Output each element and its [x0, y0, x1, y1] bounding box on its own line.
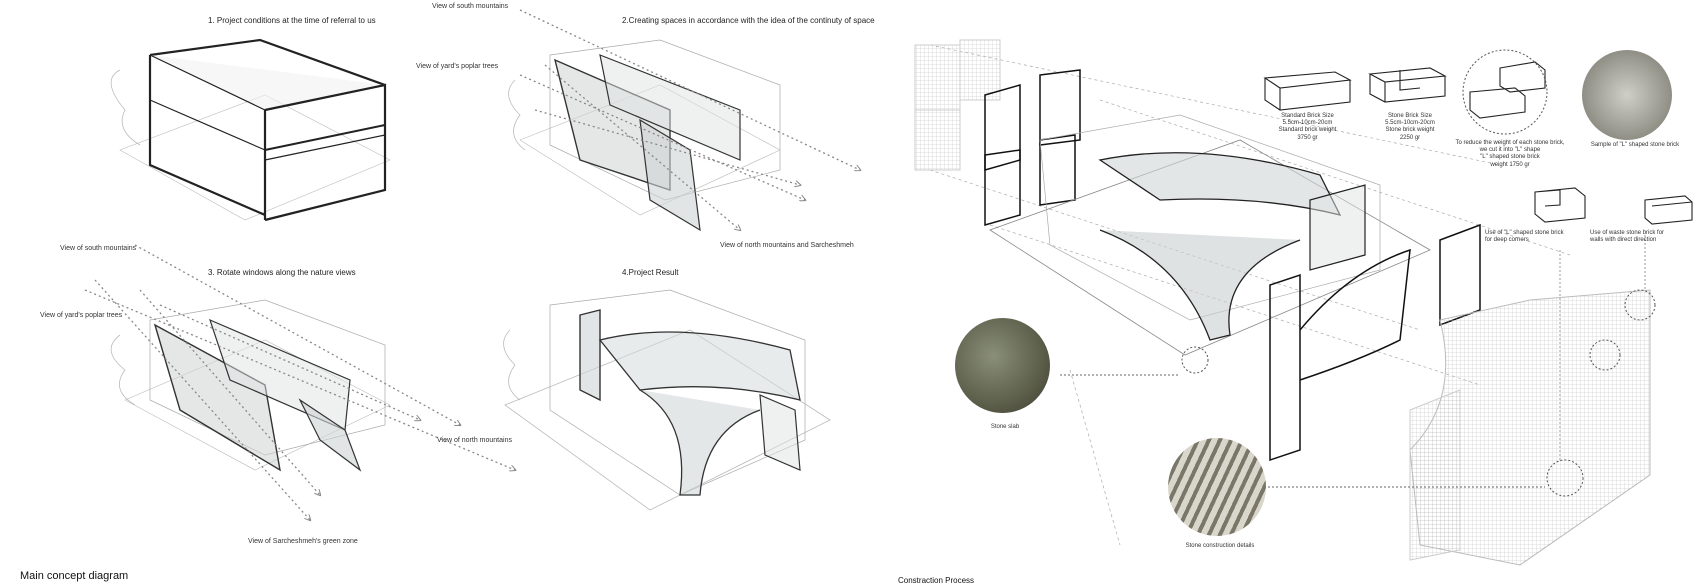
label-stone-slab: Stone slab [990, 424, 1020, 430]
main-concept-caption: Main concept diagram [20, 570, 129, 582]
label-p3-south: View of south mountains [60, 245, 137, 252]
label-p2-poplar: View of yard's poplar trees [416, 63, 499, 70]
panel-3-drawing [84, 244, 515, 520]
panel-1-title: 1. Project conditions at the time of ref… [208, 16, 376, 25]
label-stone-construction: Stone construction details [1185, 543, 1255, 549]
label-l-brick-note: To reduce the weight of each stone brick… [1455, 140, 1565, 168]
construction-caption: Constraction Process [898, 576, 975, 585]
label-stone-brick: Stone Brick Size 5.5cm-10cm-20cm Stone b… [1385, 113, 1435, 141]
panel-1-drawing [110, 38, 391, 222]
label-p2-south: View of south mountains [432, 3, 509, 10]
label-standard-brick: Standard Brick Size 5.5cm-10cm-20cm Stan… [1278, 113, 1337, 141]
panel-4-drawing [503, 289, 831, 511]
label-waste-brick-use: Use of waste stone brick for walls with … [1590, 230, 1665, 244]
label-l-brick-sample: Sample of "L" shaped stone brick [1590, 142, 1680, 148]
panel-4-title: 4.Project Result [622, 268, 679, 277]
label-p3-green: View of Sarcheshmeh's green zone [248, 538, 358, 545]
label-p2-north: View of north mountains and Sarcheshmeh [720, 242, 854, 249]
stone-slab-photo [955, 318, 1050, 413]
panel-2-drawing [508, 9, 860, 230]
label-p3-north: View of north mountains [437, 437, 512, 444]
panel-2-title: 2.Creating spaces in accordance with the… [622, 16, 875, 25]
panel-3-title: 3. Rotate windows along the nature views [208, 268, 356, 277]
label-l-brick-use: Use of "L" shaped stone brick for deep c… [1485, 230, 1564, 244]
stone-construction-photo [1168, 438, 1266, 536]
construction-drawing [914, 39, 1693, 566]
label-p3-poplar: View of yard's poplar trees [40, 312, 123, 319]
l-brick-sample-photo [1582, 50, 1672, 140]
